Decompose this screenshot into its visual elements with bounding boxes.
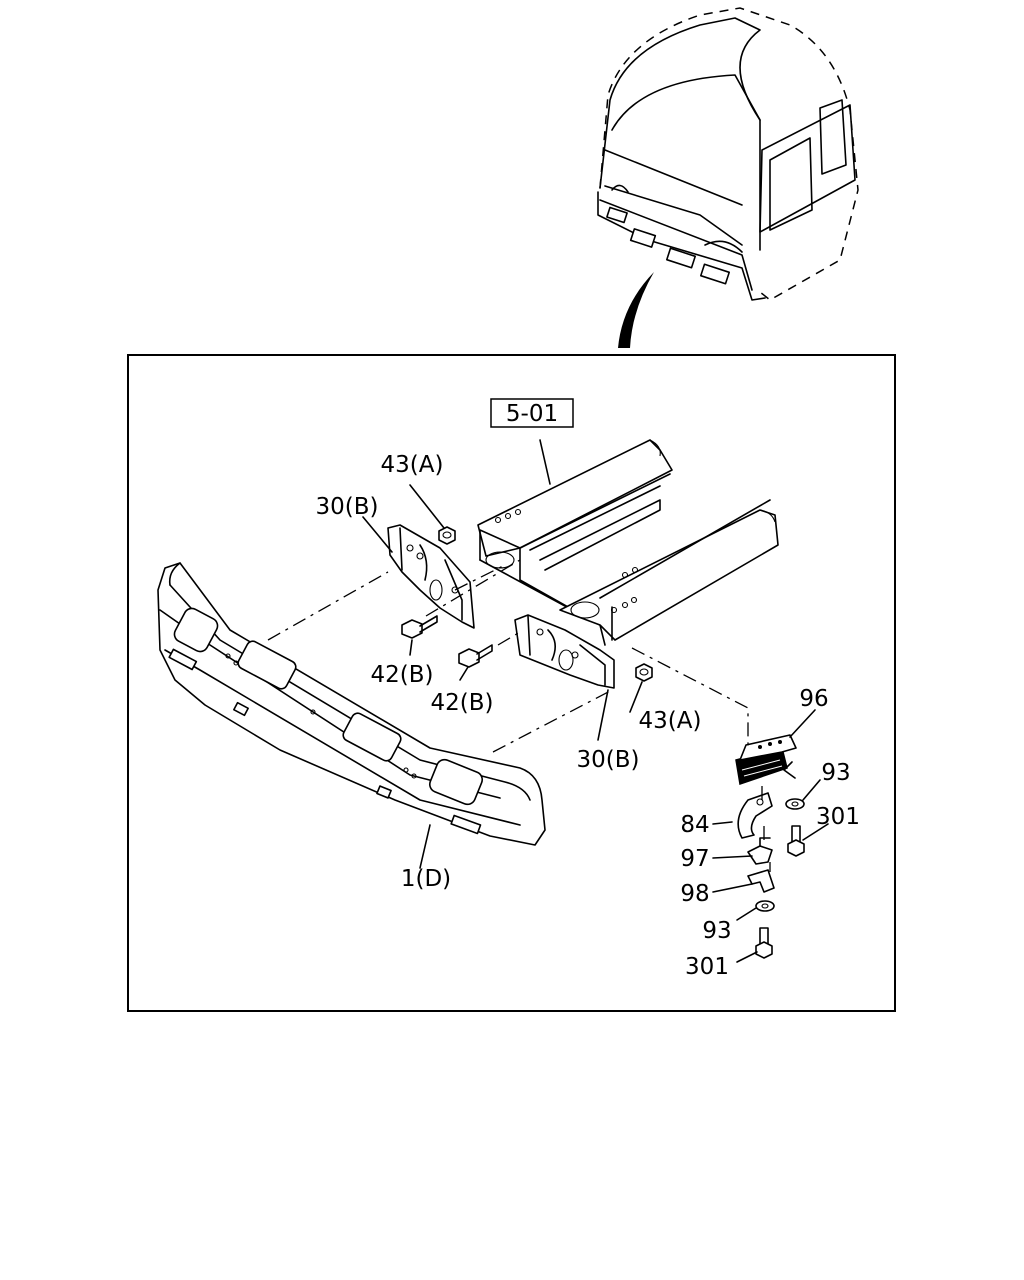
callout-hook: 84 (680, 812, 709, 838)
reference-box (490, 398, 574, 428)
callout-bracket-right: 30(B) (577, 747, 640, 773)
washer-lower (755, 900, 775, 912)
callout-block: 96 (799, 686, 828, 712)
hook-plate (747, 869, 775, 893)
right-mounting-bracket (514, 614, 615, 689)
callout-nut-upper: 43(A) (381, 452, 444, 478)
bolt-lower (755, 927, 773, 959)
callout-nut-lower: 43(A) (639, 708, 702, 734)
front-bumper (157, 562, 546, 846)
callout-bolt-upper: 301 (816, 804, 860, 830)
truck-cab-illustration (597, 7, 859, 348)
detail-frame (127, 354, 896, 1012)
callout-washer-lower: 93 (702, 918, 731, 944)
bolt-right (458, 644, 493, 668)
tow-block (735, 734, 797, 785)
hook-clip (747, 837, 773, 865)
chassis-frame (477, 439, 779, 646)
callout-bolt-left: 42(B) (371, 662, 434, 688)
callout-washer-upper: 93 (821, 760, 850, 786)
bolt-upper (787, 825, 805, 857)
tow-hook (737, 792, 773, 839)
callout-bracket-left: 30(B) (316, 494, 379, 520)
callout-bolt-lower: 301 (685, 954, 729, 980)
callout-clip: 97 (680, 846, 709, 872)
callout-bolt-right: 42(B) (431, 690, 494, 716)
washer-upper (785, 798, 805, 810)
callout-bumper: 1(D) (401, 866, 451, 892)
ref-frame-label: 5-01 (506, 401, 558, 427)
nut-upper (438, 526, 456, 545)
nut-lower (635, 663, 653, 682)
callout-plate: 98 (680, 881, 709, 907)
bolt-left (401, 615, 438, 639)
alignment-lines (267, 559, 771, 872)
leader-lines (362, 484, 829, 963)
left-mounting-bracket (387, 524, 475, 629)
